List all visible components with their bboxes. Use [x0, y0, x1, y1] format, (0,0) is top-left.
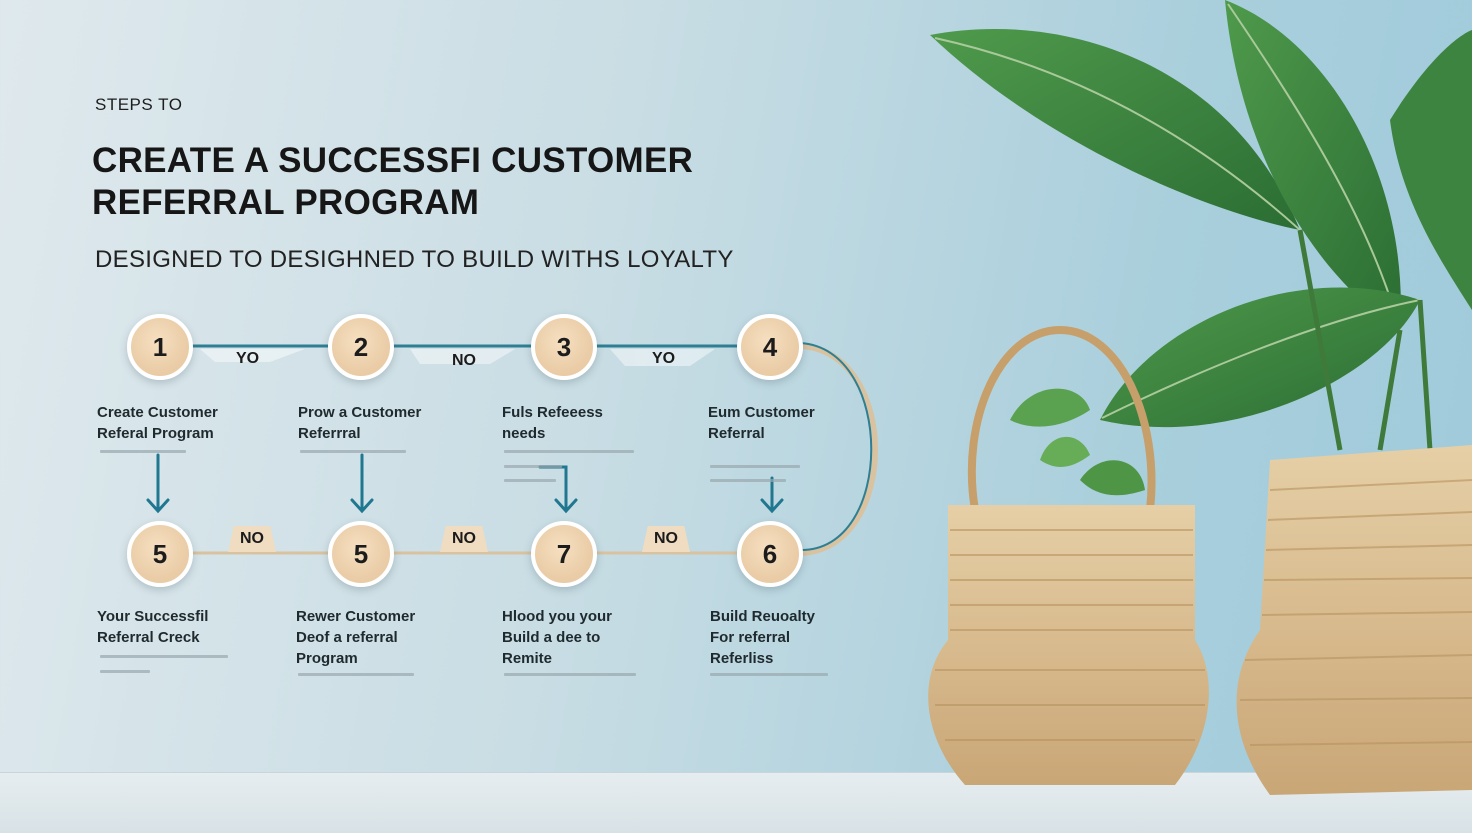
connector-tag-top-1: YO — [236, 350, 260, 367]
step-label-2-line-1: Prow a Customer — [298, 404, 422, 421]
fine-print — [100, 655, 228, 658]
fine-print — [504, 450, 634, 453]
fine-print — [710, 479, 786, 482]
step-label-6-line-3: Referliss — [710, 650, 774, 667]
title-line-1: CREATE A SUCCESSFI CUSTOMER — [92, 141, 694, 180]
basket-left — [928, 505, 1209, 785]
connector-tag-bottom-3: NO — [642, 526, 690, 552]
step-label-2: Prow a Customer Referrral — [298, 402, 421, 444]
down-arrows — [146, 453, 784, 514]
step-node-1: 1 — [127, 314, 193, 380]
kicker-text: STEPS TO — [95, 95, 183, 114]
step-label-5b: Rewer Customer Deof a referral Program — [296, 606, 415, 669]
step-label-5b-line-2: Deof a referral — [296, 629, 398, 646]
step-node-4: 4 — [737, 314, 803, 380]
connector-tag-top-2: NO — [452, 352, 476, 369]
step-label-7-line-1: Hlood you your — [502, 608, 612, 625]
leaf-icon — [930, 28, 1300, 231]
step-label-2-line-2: Referrral — [298, 425, 361, 442]
small-leaf-icon — [1040, 436, 1090, 467]
loop-connector — [799, 342, 878, 556]
title-line-2: REFERRAL PROGRAM — [92, 183, 480, 222]
step-label-6-line-2: For referral — [710, 629, 791, 646]
fine-print — [504, 465, 562, 468]
down-arrow-4 — [760, 476, 784, 514]
down-arrow-1 — [146, 453, 170, 514]
fine-print — [300, 450, 406, 453]
connector-tag-bottom-2: NO — [440, 526, 488, 552]
subtitle: DESIGNED TO DESIGHNED TO BUILD WITHS LOY… — [95, 246, 734, 273]
step-label-5a: Your Successfil Referral Creck — [97, 606, 208, 648]
small-leaf-icon — [1010, 388, 1090, 427]
fine-print — [298, 673, 414, 676]
connector-tag-top-3: YO — [652, 350, 676, 367]
step-node-7: 7 — [531, 521, 597, 587]
step-label-7: Hlood you your Build a dee to Remite — [502, 606, 612, 669]
step-label-5a-line-2: Referral Creck — [97, 629, 200, 646]
step-node-5a: 5 — [127, 521, 193, 587]
step-label-1: Create Customer Referal Program — [97, 402, 218, 444]
step-node-6: 6 — [737, 521, 803, 587]
fine-print — [504, 673, 636, 676]
step-label-7-line-3: Remite — [502, 650, 553, 667]
shelf — [0, 772, 1472, 833]
leaf-icon — [1100, 287, 1420, 428]
fine-print — [504, 479, 556, 482]
step-node-2: 2 — [328, 314, 394, 380]
step-label-1-line-1: Create Customer — [97, 404, 218, 421]
connector-tag-bottom-1: NO — [228, 526, 276, 552]
leaf-icon — [1225, 0, 1401, 330]
step-label-3-line-1: Fuls Refeeess — [502, 404, 603, 421]
step-label-5a-line-1: Your Successfil — [97, 608, 209, 625]
step-label-7-line-2: Build a dee to — [502, 629, 601, 646]
fine-print — [710, 465, 800, 468]
step-label-3-line-2: needs — [502, 425, 546, 442]
step-label-6-line-1: Build Reuoalty — [710, 608, 816, 625]
step-label-6: Build Reuoalty For referral Referliss — [710, 606, 815, 669]
fine-print — [100, 670, 150, 673]
step-label-5b-line-3: Program — [296, 650, 358, 667]
page-title: CREATE A SUCCESSFI CUSTOMER REFERRAL PRO… — [92, 140, 852, 224]
plant-illustration — [928, 0, 1472, 795]
down-arrow-3 — [538, 465, 578, 514]
step-node-5b: 5 — [328, 521, 394, 587]
step-label-4-line-1: Eum Customer — [708, 404, 815, 421]
basket-right — [1236, 445, 1472, 795]
down-arrow-2 — [350, 453, 374, 514]
step-node-3: 3 — [531, 314, 597, 380]
step-label-4-line-2: Referral — [708, 425, 765, 442]
fine-print — [710, 673, 828, 676]
step-label-1-line-2: Referal Program — [97, 425, 214, 442]
connector-shadows — [200, 349, 715, 366]
step-label-5b-line-1: Rewer Customer — [296, 608, 416, 625]
step-label-4: Eum Customer Referral — [708, 402, 815, 444]
small-leaf-icon — [1080, 460, 1145, 496]
step-label-3: Fuls Refeeess needs — [502, 402, 603, 444]
fine-print — [100, 450, 186, 453]
leaf-icon — [1390, 30, 1472, 310]
